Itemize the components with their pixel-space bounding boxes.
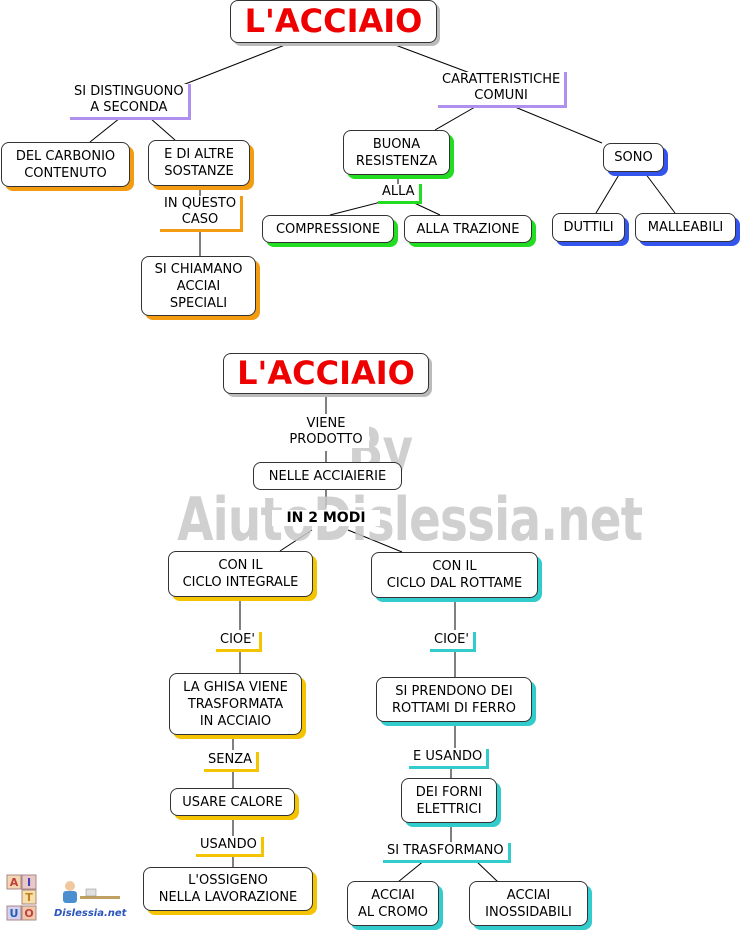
- node-scrap-cycle: CON IL CICLO DAL ROTTAME: [371, 552, 538, 598]
- node-ductile: DUTTILI: [552, 213, 625, 242]
- label-common: CARATTERISTICHE COMUNI: [438, 72, 568, 108]
- label-distinguish: SI DISTINGUONO A SECONDA: [70, 84, 191, 120]
- label-alla: ALLA: [378, 184, 422, 204]
- node-malleable: MALLEABILI: [635, 213, 736, 242]
- node-furnaces: DEI FORNI ELETTRICI: [401, 778, 497, 823]
- node-compression: COMPRESSIONE: [262, 215, 394, 243]
- node-chrome-steels: ACCIAI AL CROMO: [347, 881, 439, 926]
- node-carbon-content: DEL CARBONIO CONTENUTO: [1, 142, 130, 187]
- logo-letter-a: A: [10, 876, 19, 889]
- node-scrap-iron: SI PRENDONO DEI ROTTAMI DI FERRO: [376, 677, 532, 722]
- node-steelworks: NELLE ACCIAIERIE: [253, 462, 402, 490]
- node-special-steels: SI CHIAMANO ACCIAI SPECIALI: [141, 256, 256, 316]
- label-two-ways: IN 2 MODI: [272, 510, 380, 526]
- node-integral-cycle: CON IL CICLO INTEGRALE: [168, 551, 313, 597]
- watermark: By AiutoDislessia.net: [177, 415, 643, 555]
- logo-letter-t: T: [25, 891, 33, 904]
- label-usando: USANDO: [196, 837, 264, 857]
- node-other-substances: E DI ALTRE SOSTANZE: [148, 140, 250, 186]
- aiutodislessia-logo: A I T U O: [6, 874, 120, 921]
- map2-title: L'ACCIAIO: [223, 353, 429, 394]
- label-si-trasformano: SI TRASFORMANO: [383, 843, 511, 863]
- node-heat: USARE CALORE: [170, 788, 295, 816]
- label-cioe-left: CIOE': [216, 632, 262, 652]
- node-traction: ALLA TRAZIONE: [404, 215, 532, 243]
- label-in-this-case: IN QUESTO CASO: [160, 196, 244, 232]
- label-produced: VIENE PRODOTTO: [283, 416, 369, 448]
- logo-letter-i: I: [27, 876, 31, 889]
- logo-letter-o: O: [24, 907, 33, 920]
- label-cioe-right: CIOE': [430, 632, 476, 652]
- label-e-usando: E USANDO: [409, 749, 490, 769]
- map1-title: L'ACCIAIO: [230, 0, 437, 43]
- node-oxygen: L'OSSIGENO NELLA LAVORAZIONE: [143, 867, 313, 911]
- node-stainless-steels: ACCIAI INOSSIDABILI: [469, 881, 588, 926]
- label-senza: SENZA: [204, 752, 259, 772]
- node-sono: SONO: [603, 143, 664, 172]
- logo-letter-u: U: [10, 907, 19, 920]
- node-ghisa: LA GHISA VIENE TRASFORMATA IN ACCIAIO: [169, 673, 302, 735]
- node-good-resistance: BUONA RESISTENZA: [343, 130, 450, 175]
- logo-caption: Dislessia.net: [54, 908, 127, 919]
